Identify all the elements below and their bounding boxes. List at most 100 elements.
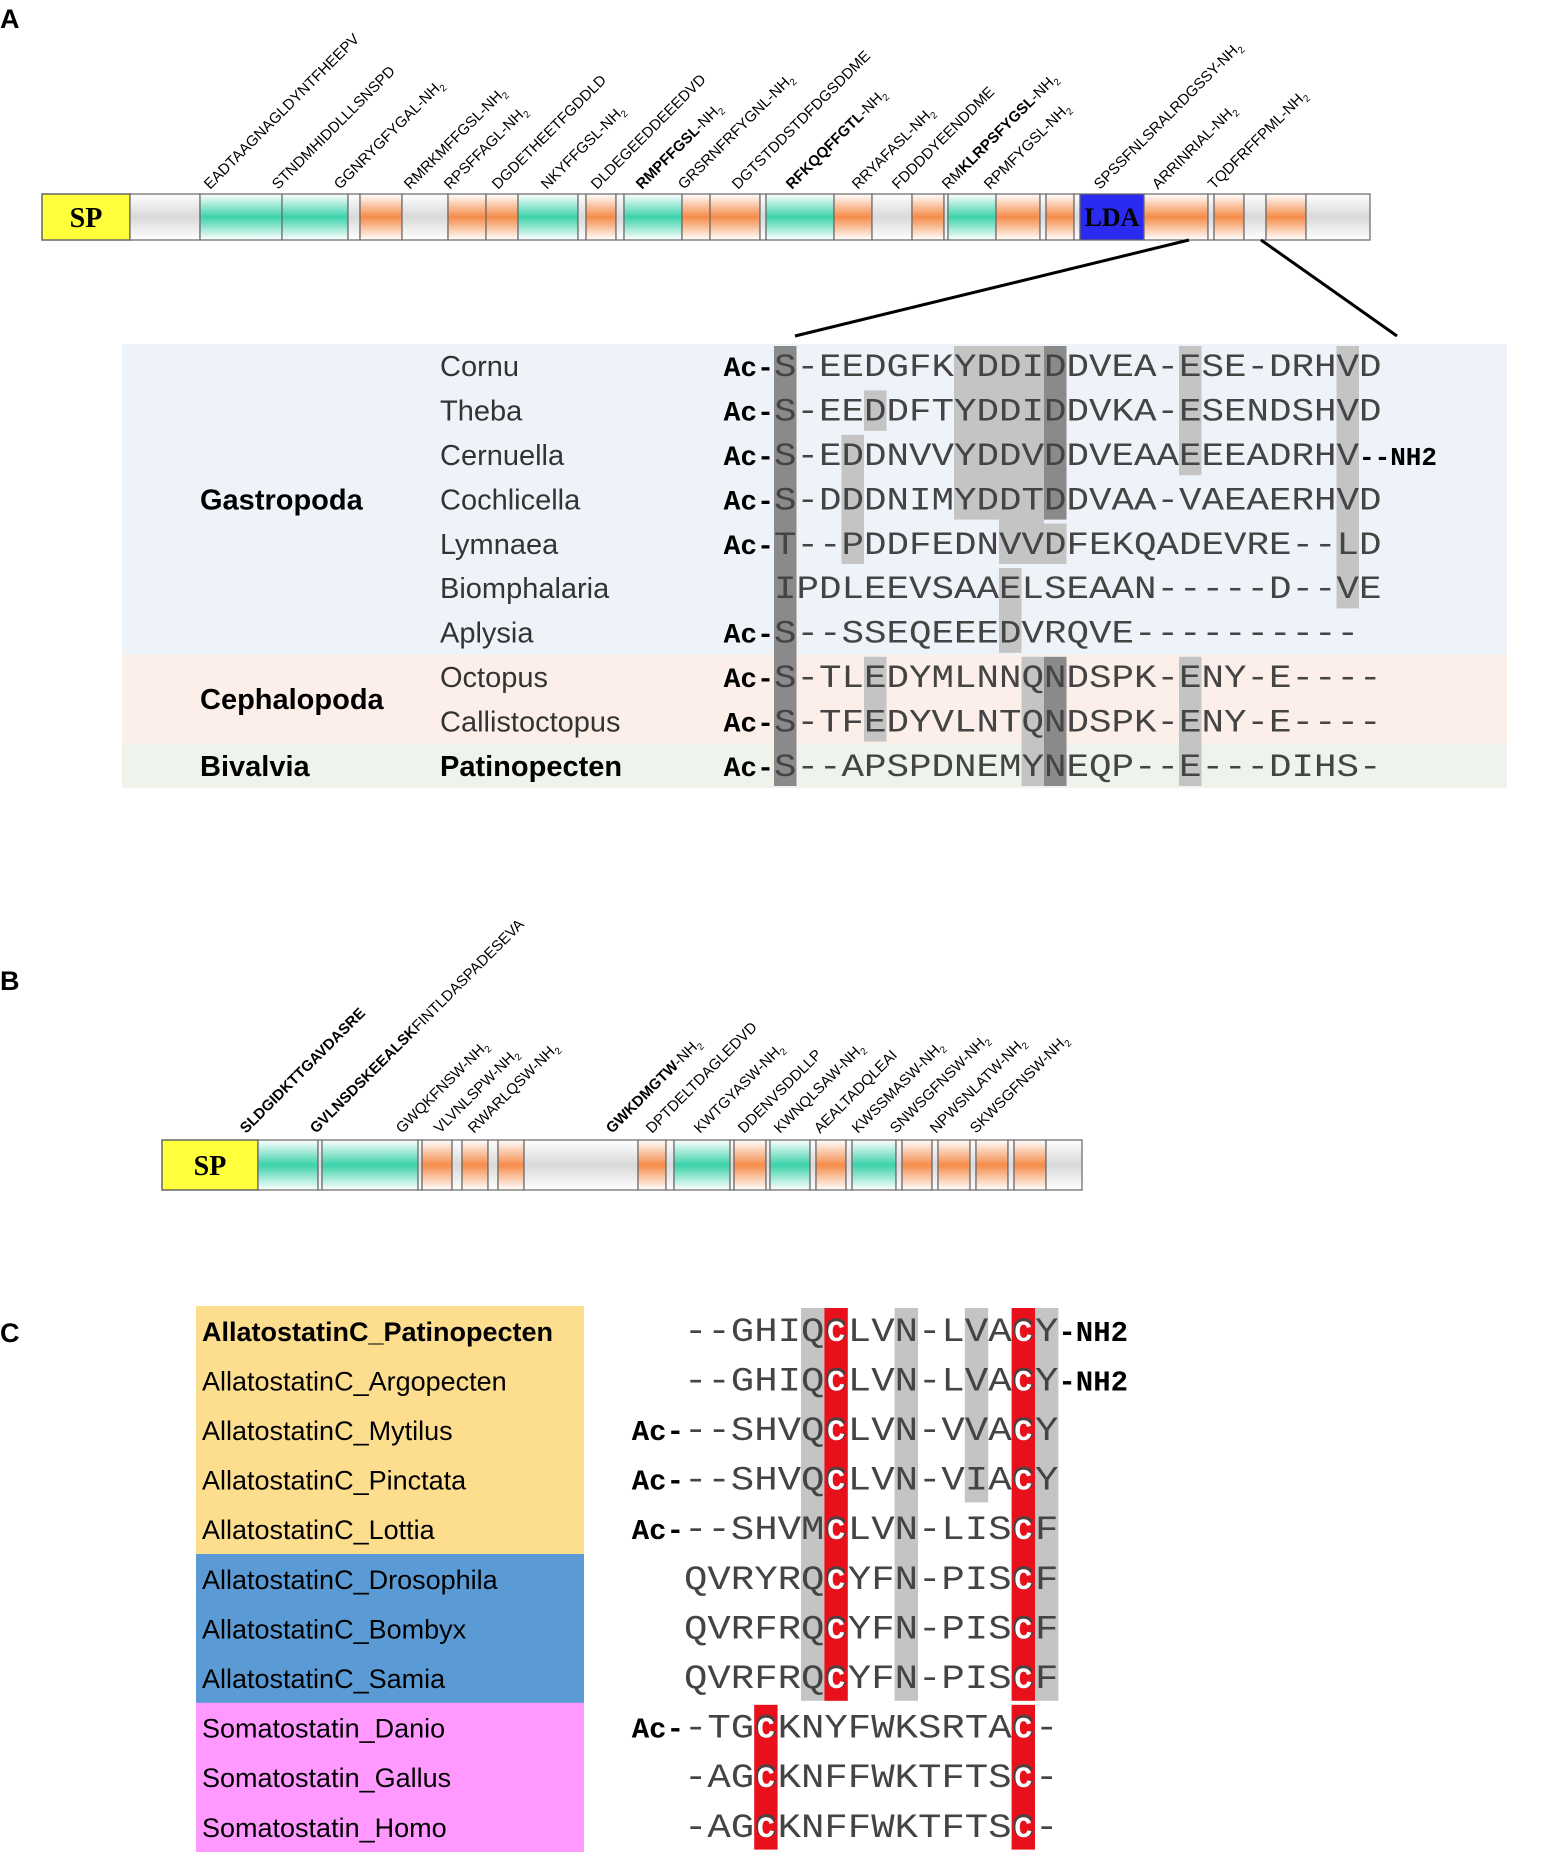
segment-gray	[809, 1139, 817, 1191]
amide-subscript: 2	[1020, 1040, 1032, 1052]
peptide-label: RFKQQFFGTL-NH2	[783, 86, 892, 195]
segment-gray	[487, 1139, 499, 1191]
segment-gray	[317, 1139, 323, 1191]
amide-subscript: 2	[788, 77, 800, 89]
panel-b-peptide-labels: SLDGIDKTTGAVDASREGVLNSDSKEEALSKFINTLDASP…	[237, 916, 1075, 1137]
sequence: S-DDDNIMYDDTDDVAA-VAEAERHVD	[774, 482, 1382, 519]
panel-a-peptide-labels: EADTAAGNAGLDYNTFHEEPVSTNDMHIDDLLLSNSPDGG…	[201, 31, 1313, 195]
sequence: S--APSPDNEMYNEQP--E---DIHS-	[774, 749, 1382, 786]
sequence-name: AllatostatinC_Samia	[202, 1664, 446, 1694]
amide-subscript: 2	[778, 1046, 790, 1058]
segment-gray	[845, 1139, 853, 1191]
acetyl-prefix: Ac-	[724, 754, 774, 785]
segment-orange	[1013, 1139, 1047, 1191]
species-label: Patinopecten	[440, 751, 622, 783]
sequence-name: AllatostatinC_Bombyx	[202, 1614, 467, 1644]
signal-peptide-label: SP	[70, 203, 103, 234]
amide-subscript: 2	[521, 109, 533, 121]
sequence-name: AllatostatinC_Lottia	[202, 1515, 436, 1545]
segment-teal	[517, 193, 579, 241]
conserved-shade-light	[976, 346, 999, 520]
cysteine-shade	[1011, 1704, 1035, 1850]
segment-orange	[815, 1139, 847, 1191]
segment-orange	[733, 1139, 767, 1191]
segment-gray	[451, 1139, 463, 1191]
segment-teal	[947, 193, 997, 241]
segment-gray	[1073, 193, 1081, 241]
cysteine-shade	[754, 1704, 778, 1850]
amide-subscript: 2	[1301, 93, 1313, 105]
peptide-label: GGNRYGFYGAL-NH2	[331, 76, 450, 195]
species-label: Biomphalaria	[440, 573, 610, 605]
sequence: T--PDDFEDNVVDFEKQADEVRE--LD	[774, 527, 1382, 564]
segment-gray	[1045, 1139, 1083, 1191]
sequence: QVRYRQCYFN-PISCF	[684, 1562, 1058, 1600]
amide-subscript: 2	[716, 106, 728, 118]
segment-gray	[1305, 193, 1371, 241]
panel-c-alignment: AllatostatinC_Patinopecten--GHIQCLVN-LVA…	[196, 1306, 1128, 1852]
cysteine-letter: C	[1014, 1614, 1032, 1648]
cysteine-letter: C	[1014, 1763, 1032, 1797]
amide-subscript: 2	[928, 110, 940, 122]
cysteine-letter: C	[1014, 1366, 1032, 1400]
amide-subscript: 2	[438, 83, 450, 95]
peptide-seq: STNDMHIDDLLLSNSPD	[269, 63, 399, 193]
peptide-seq-bold: SLDGIDKTTGAVDASRE	[237, 1005, 369, 1137]
sequence-name: Somatostatin_Gallus	[202, 1763, 451, 1793]
cysteine-letter: C	[757, 1763, 775, 1797]
label-band-mollusc	[196, 1454, 584, 1505]
group-label: Cephalopoda	[200, 684, 385, 716]
sequence: S--SSEQEEEDVRQVE----------	[774, 616, 1359, 653]
segment-orange	[901, 1139, 933, 1191]
amide-subscript: 2	[553, 1046, 565, 1058]
sequence: IPDLEEVSAAELSEAAN-----D--VE	[774, 571, 1382, 608]
acetyl-prefix: Ac-	[632, 1416, 684, 1449]
cysteine-letter: C	[1014, 1515, 1032, 1549]
segment-teal	[673, 1139, 731, 1191]
conserved-shade-light	[1021, 346, 1044, 564]
label-band-insect	[196, 1603, 584, 1654]
segment-gray	[871, 193, 913, 241]
segment-orange	[447, 193, 487, 241]
segment-orange	[359, 193, 403, 241]
amide-subscript: 2	[1063, 1038, 1075, 1050]
segment-gray	[1007, 1139, 1015, 1191]
segment-gray	[347, 193, 361, 241]
segment-gray	[895, 1139, 903, 1191]
amide-subscript: 2	[695, 1041, 707, 1053]
conserved-shade	[801, 1308, 825, 1701]
segment-orange	[1265, 193, 1307, 241]
acetyl-prefix: Ac-	[724, 665, 774, 696]
cysteine-letter: C	[757, 1813, 775, 1847]
conserved-shade-light	[1044, 523, 1067, 564]
peptide-label: STNDMHIDDLLLSNSPD	[269, 63, 399, 193]
label-band-insect	[196, 1653, 584, 1704]
cysteine-letter: C	[827, 1664, 845, 1698]
sequence: S-EEDGFKYDDIDDVEA-ESE-DRHVD	[774, 349, 1382, 386]
sequence: --SHVMCLVN-LISCF	[684, 1512, 1058, 1550]
species-label: Theba	[440, 396, 523, 428]
conserved-shade-dark	[774, 346, 797, 786]
segment-orange	[975, 1139, 1009, 1191]
segment-orange	[681, 193, 711, 241]
peptide-label: TQDFRFFPML-NH2	[1205, 87, 1313, 195]
segment-orange	[1213, 193, 1245, 241]
label-band-vertebrate	[196, 1702, 584, 1753]
peptide-seq: FINTLDASPADESEVA	[409, 916, 528, 1035]
segment-gray	[969, 1139, 977, 1191]
signal-peptide-box	[161, 1139, 259, 1191]
cysteine-letter: C	[1014, 1466, 1032, 1500]
amide-suffix: -NH2	[1058, 1366, 1128, 1399]
segment-orange	[585, 193, 617, 241]
group-band-gastropoda	[122, 344, 1507, 655]
sequence: --GHIQCLVN-LVACY	[684, 1363, 1058, 1401]
signal-peptide-label: SP	[194, 1151, 227, 1182]
conserved-shade	[894, 1308, 918, 1701]
species-label: Octopus	[440, 662, 548, 694]
segment-orange	[833, 193, 873, 241]
panel-a: A EADTAAGNAGLDYNTFHEEPVSTNDMHIDDLLLSNSPD…	[0, 4, 1507, 788]
amide-subscript: 2	[858, 1046, 870, 1058]
acetyl-prefix: Ac-	[724, 399, 774, 430]
